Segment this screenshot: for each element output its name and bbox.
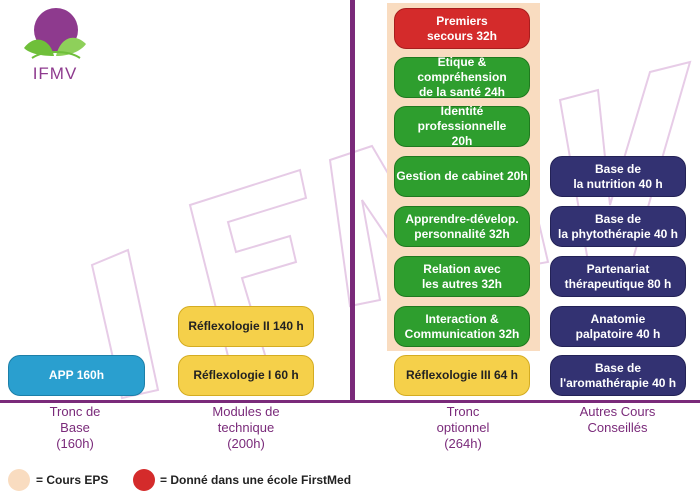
- legend-swatch-firstmed: [133, 469, 155, 491]
- box-etique: Etique & compréhension de la santé 24h: [394, 55, 530, 99]
- box-gestion: Gestion de cabinet 20h: [394, 156, 530, 197]
- box-app: APP 160h: [8, 355, 145, 396]
- logo-text: IFMV: [32, 64, 78, 83]
- legend-label-eps: = Cours EPS: [36, 473, 109, 487]
- logo: IFMV: [14, 4, 96, 88]
- box-reflexologie-3: Réflexologie III 64 h: [394, 355, 530, 396]
- legend-swatch-eps: [8, 469, 30, 491]
- column-label-autres-cours: Autres Cours Conseillés: [579, 404, 656, 435]
- box-nutrition: Base de la nutrition 40 h: [550, 156, 686, 197]
- box-partenariat: Partenariat thérapeutique 80 h: [550, 256, 686, 297]
- vertical-divider: [350, 0, 355, 400]
- column-label-tronc-base: Tronc de Base (160h): [49, 404, 101, 451]
- box-anatomie: Anatomie palpatoire 40 h: [550, 306, 686, 347]
- box-phytotherapie: Base de la phytothérapie 40 h: [550, 206, 686, 247]
- column-label-tronc-optionnel: Tronc optionnel (264h): [436, 404, 490, 451]
- logo-leaf-icon: [24, 8, 86, 59]
- box-premiers-secours: Premiers secours 32h: [394, 8, 530, 49]
- timeline-axis: [0, 400, 700, 403]
- box-reflexologie-2: Réflexologie II 140 h: [178, 306, 314, 347]
- box-interaction: Interaction & Communication 32h: [394, 306, 530, 347]
- box-reflexologie-1: Réflexologie I 60 h: [178, 355, 314, 396]
- column-label-modules-technique: Modules de technique (200h): [212, 404, 280, 451]
- box-aromatherapie: Base de l'aromathérapie 40 h: [550, 355, 686, 396]
- box-relation: Relation avec les autres 32h: [394, 256, 530, 297]
- box-apprendre: Apprendre-dévelop. personnalité 32h: [394, 206, 530, 247]
- legend-label-firstmed: = Donné dans une école FirstMed: [160, 473, 352, 487]
- box-identite: Identité professionnelle 20h: [394, 104, 530, 148]
